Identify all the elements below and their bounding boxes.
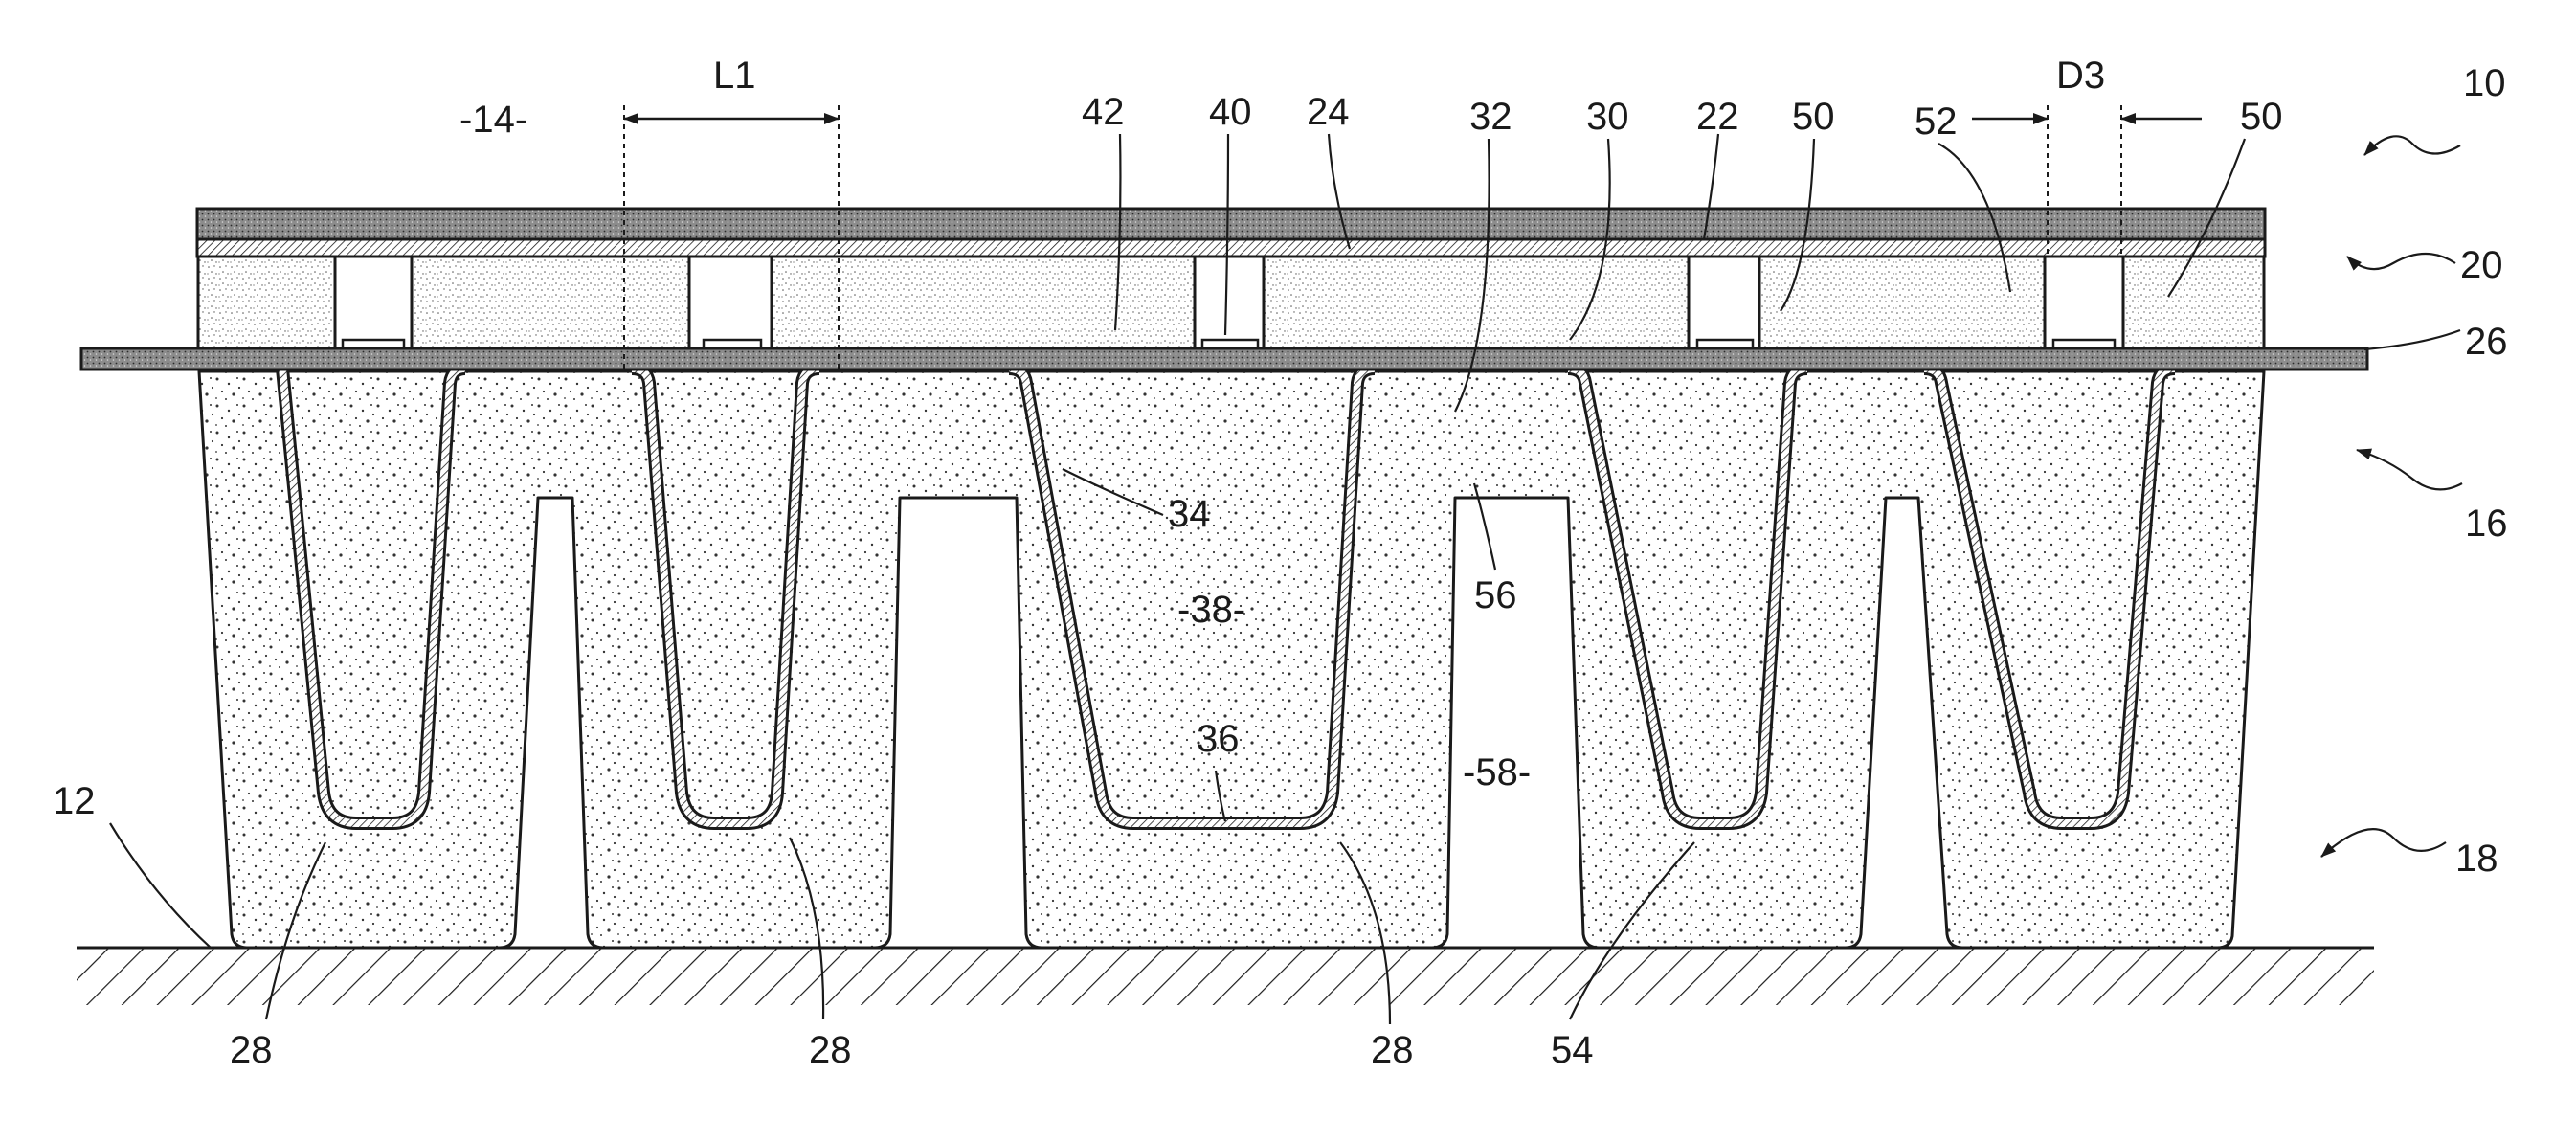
label-10: 10 <box>2463 62 2506 104</box>
label-34: 34 <box>1168 493 1211 535</box>
label-12: 12 <box>53 780 96 822</box>
label-58: -58- <box>1463 751 1531 794</box>
label-20: 20 <box>2460 244 2503 286</box>
label-16: 16 <box>2465 503 2508 545</box>
lower-sheet <box>81 348 2367 369</box>
label-30: 30 <box>1586 96 1629 138</box>
upper-sheet <box>197 209 2265 257</box>
label-14: -14- <box>459 99 527 141</box>
label-42: 42 <box>1082 91 1125 133</box>
label-32: 32 <box>1469 96 1512 138</box>
label-24: 24 <box>1307 91 1350 133</box>
label-28a: 28 <box>230 1029 273 1071</box>
label-26: 26 <box>2465 321 2508 363</box>
ground-surface <box>77 948 2374 1005</box>
label-36: 36 <box>1197 718 1240 760</box>
label-50a: 50 <box>1792 96 1835 138</box>
label-D3: D3 <box>2056 55 2105 97</box>
insulation-blocks <box>198 257 2264 348</box>
label-40: 40 <box>1209 91 1252 133</box>
label-52: 52 <box>1915 101 1958 143</box>
label-38: -38- <box>1177 589 1245 631</box>
label-22: 22 <box>1696 96 1739 138</box>
label-18: 18 <box>2455 838 2498 880</box>
label-54: 54 <box>1551 1029 1594 1071</box>
label-L1: L1 <box>713 55 756 97</box>
label-56: 56 <box>1474 574 1517 616</box>
label-28b: 28 <box>809 1029 852 1071</box>
label-28c: 28 <box>1371 1029 1414 1071</box>
label-50b: 50 <box>2240 96 2283 138</box>
